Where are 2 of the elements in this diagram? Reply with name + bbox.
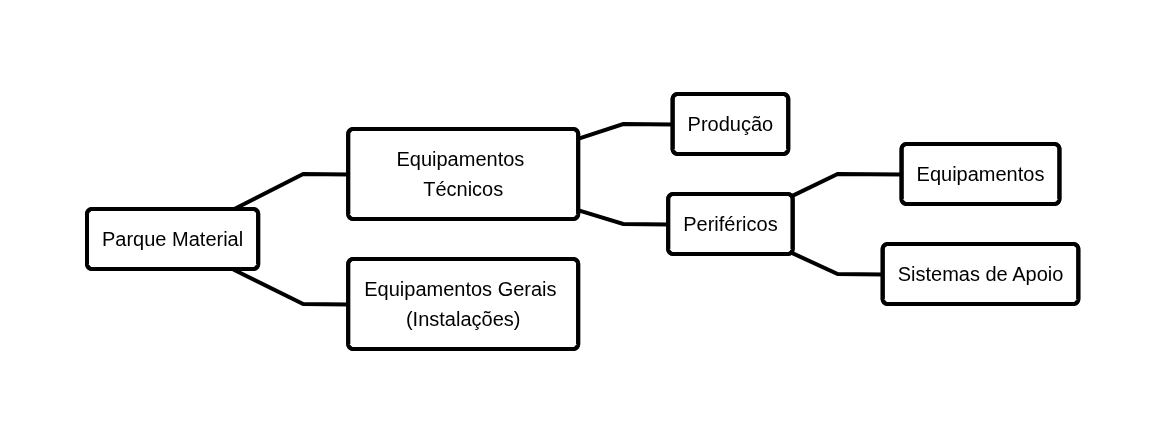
connector [791,172,903,198]
connector [578,122,674,141]
